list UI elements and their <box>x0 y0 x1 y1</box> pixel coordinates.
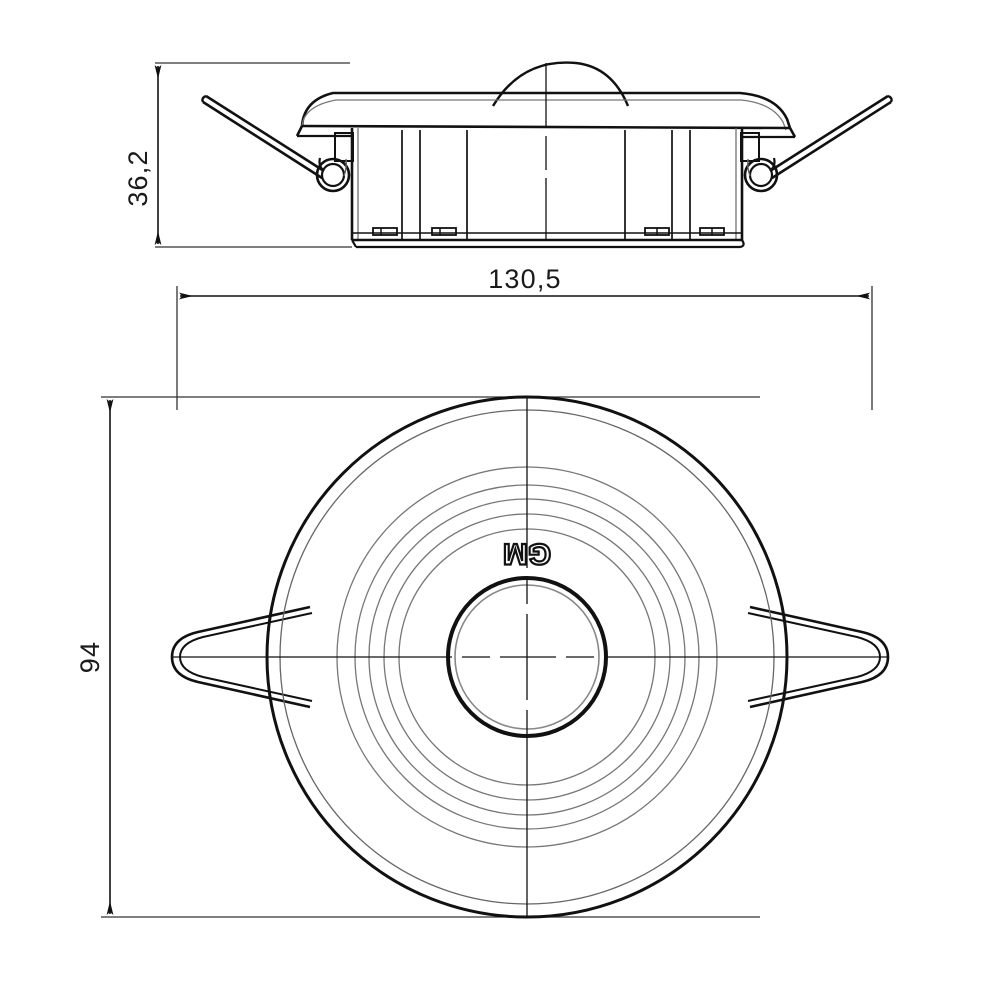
dimension-width-130-5: 130,5 <box>176 264 873 410</box>
internal-ribs <box>401 130 691 240</box>
bottom-tab <box>431 227 457 236</box>
spring-clip-right <box>740 94 893 193</box>
bottom-tab <box>372 227 398 236</box>
bottom-tabs <box>372 227 725 236</box>
bottom-plan-view: GM <box>170 395 890 919</box>
centre-lines-plan <box>172 397 888 917</box>
dimension-width-label: 130,5 <box>488 264 562 294</box>
housing-body <box>350 128 745 249</box>
bottom-tab <box>699 227 725 236</box>
bottom-tab <box>644 227 670 236</box>
dimension-diameter-94: 94 <box>75 396 760 918</box>
dimension-diameter-label: 94 <box>75 641 105 673</box>
spring-clip-left <box>201 94 354 193</box>
top-dome <box>491 61 630 107</box>
dimension-height-label: 36,2 <box>123 149 153 206</box>
dimension-height-36-2: 36,2 <box>123 62 352 248</box>
side-elevation-view <box>201 61 893 249</box>
